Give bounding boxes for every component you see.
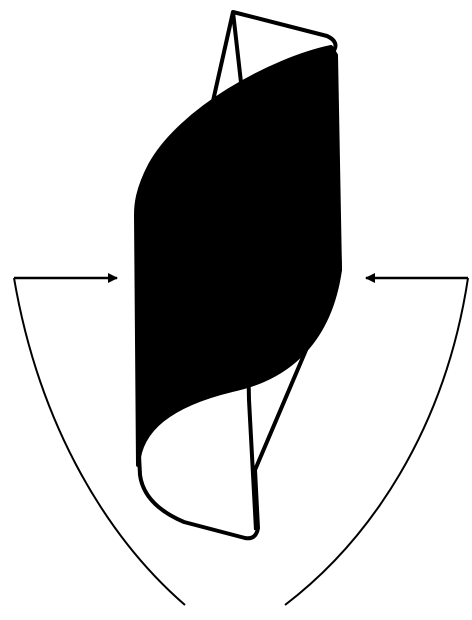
twisted-sheet-diagram — [0, 0, 472, 620]
diagram-canvas — [0, 0, 472, 620]
